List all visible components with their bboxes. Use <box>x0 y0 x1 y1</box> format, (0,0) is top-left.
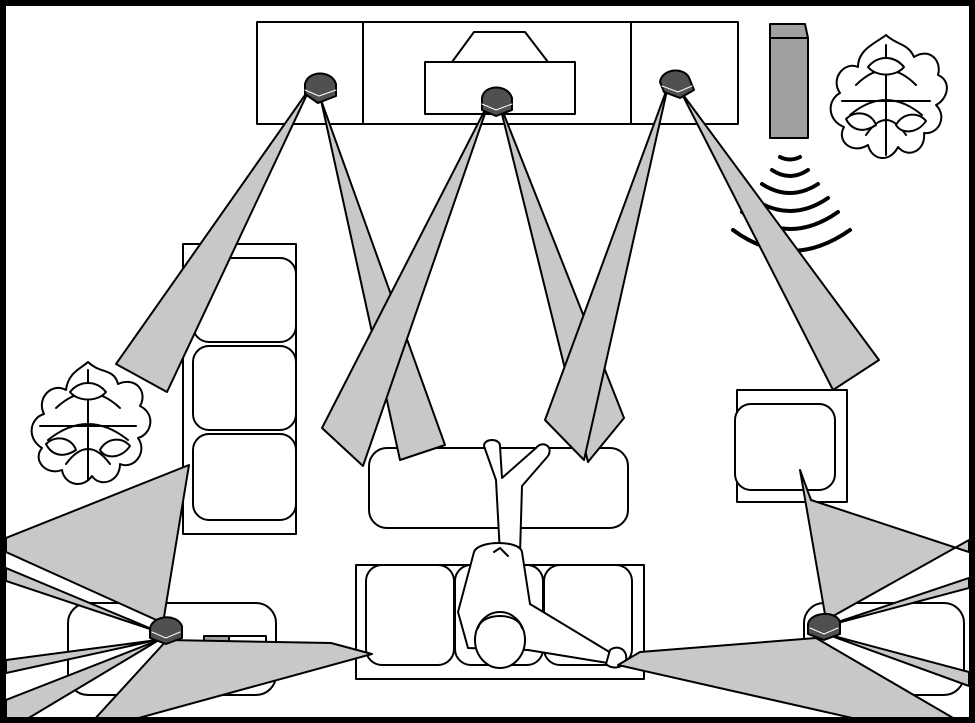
sound-beams <box>6 85 969 717</box>
speaker-front-left <box>304 72 337 104</box>
speaker-surround-right <box>807 613 841 641</box>
plant-icon <box>30 361 152 485</box>
speaker-front-right <box>659 69 695 99</box>
speaker-center <box>481 86 513 117</box>
subwoofer-icon <box>769 23 809 139</box>
armchair-right <box>734 389 848 503</box>
speaker-surround-left <box>149 616 183 645</box>
plant-icon <box>829 34 948 159</box>
